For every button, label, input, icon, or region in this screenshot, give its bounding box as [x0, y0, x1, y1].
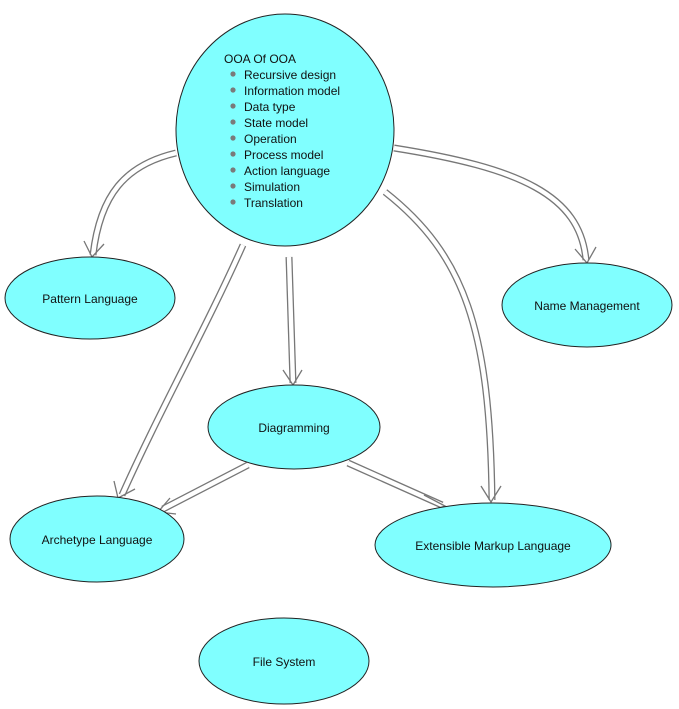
ooa-item-action-language: Action language [244, 164, 330, 178]
ooa-item-translation: Translation [244, 196, 303, 210]
bullet-icon [230, 167, 236, 173]
node-archetype-language-label: Archetype Language [42, 533, 153, 547]
ooa-item-process-model: Process model [244, 148, 323, 162]
node-extensible-markup-language[interactable]: Extensible Markup Language [374, 502, 612, 588]
ooa-item-operation: Operation [244, 132, 297, 146]
edge-diagramming-to-archetype-language [161, 461, 250, 513]
node-ooa-of-ooa-shape [175, 13, 395, 247]
node-pattern-language-shape [4, 256, 176, 340]
node-diagramming[interactable]: Diagramming [207, 384, 381, 470]
edge-diagramming-to-xml [346, 459, 444, 509]
edge-ooa-to-xml [382, 189, 496, 501]
node-pattern-language-label: Pattern Language [42, 292, 138, 306]
ooa-item-recursive-design: Recursive design [244, 68, 336, 82]
bullet-icon [230, 119, 236, 125]
node-file-system[interactable]: File System [198, 617, 370, 705]
node-name-management-label: Name Management [534, 299, 640, 313]
bullet-icon [230, 183, 236, 189]
ooa-item-state-model: State model [244, 116, 308, 130]
bullet-icon [230, 151, 236, 157]
arrowhead-xml-from-ooa [480, 485, 502, 504]
edges [89, 144, 590, 513]
bullet-icon [230, 135, 236, 141]
node-diagramming-shape [207, 384, 381, 470]
node-name-management-shape [501, 262, 673, 348]
node-name-management[interactable]: Name Management [501, 262, 673, 348]
ooa-item-simulation: Simulation [244, 180, 300, 194]
node-ooa-items: Recursive design Information model Data … [230, 68, 340, 210]
node-extensible-markup-language-shape [374, 502, 612, 588]
node-archetype-language-shape [9, 495, 185, 583]
bullet-icon [230, 87, 236, 93]
node-ooa-of-ooa[interactable]: OOA Of OOA Recursive design Information … [175, 13, 395, 247]
node-archetype-language[interactable]: Archetype Language [9, 495, 185, 583]
node-file-system-label: File System [253, 655, 316, 669]
ooa-item-data-type: Data type [244, 100, 296, 114]
edge-ooa-to-archetype-language [118, 243, 247, 497]
node-extensible-markup-language-label: Extensible Markup Language [415, 539, 571, 553]
edge-ooa-to-pattern-language [89, 149, 177, 256]
node-diagramming-label: Diagramming [258, 421, 329, 435]
node-ooa-title: OOA Of OOA [224, 52, 296, 66]
bullet-icon [230, 103, 236, 109]
edge-ooa-to-name-management [393, 144, 590, 261]
ooa-item-information-model: Information model [244, 84, 340, 98]
node-pattern-language[interactable]: Pattern Language [4, 256, 176, 340]
bullet-icon [230, 199, 236, 205]
bullet-icon [230, 71, 236, 77]
node-file-system-shape [198, 617, 370, 705]
edge-ooa-to-diagramming [285, 256, 297, 384]
